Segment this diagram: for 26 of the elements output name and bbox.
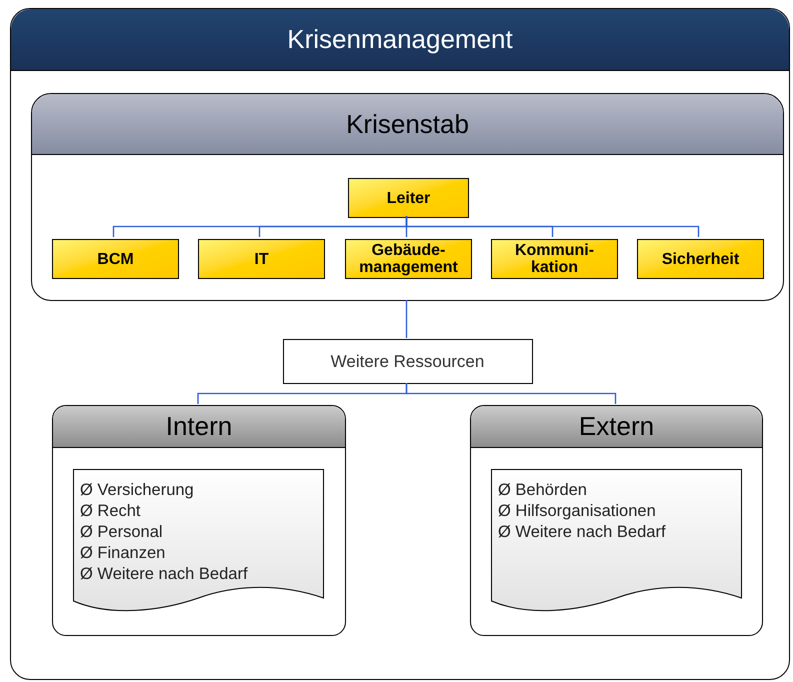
list-item: Ø Weitere nach Bedarf xyxy=(498,522,666,543)
list-item: Ø Weitere nach Bedarf xyxy=(80,564,248,585)
group-panel xyxy=(52,405,346,636)
role-box: BCM xyxy=(52,239,179,279)
role-box: Kommuni- kation xyxy=(491,239,618,279)
connector-line xyxy=(406,300,408,338)
panel-title: Krisenstab xyxy=(32,94,783,155)
container-panel xyxy=(31,93,784,301)
role-box: Gebäude- management xyxy=(345,239,472,279)
list-item: Ø Finanzen xyxy=(80,543,166,564)
panel-title: Krisenmanagement xyxy=(11,9,789,71)
role-box: Leiter xyxy=(348,178,469,218)
list-item: Ø Personal xyxy=(80,522,164,543)
connector-line xyxy=(406,383,616,404)
group-panel xyxy=(470,405,763,636)
role-box: Sicherheit xyxy=(637,239,764,279)
connector-line xyxy=(406,216,700,237)
list-item: Ø Versicherung xyxy=(80,480,195,501)
panel-title: Extern xyxy=(471,406,762,448)
role-box: IT xyxy=(198,239,325,279)
list-item: Ø Hilfsorganisationen xyxy=(498,501,657,522)
container-panel xyxy=(10,8,790,680)
list-item: Ø Recht xyxy=(80,501,142,522)
panel-title: Intern xyxy=(53,406,345,448)
list-item: Ø Behörden xyxy=(498,480,588,501)
resource-box: Weitere Ressourcen xyxy=(282,339,532,384)
